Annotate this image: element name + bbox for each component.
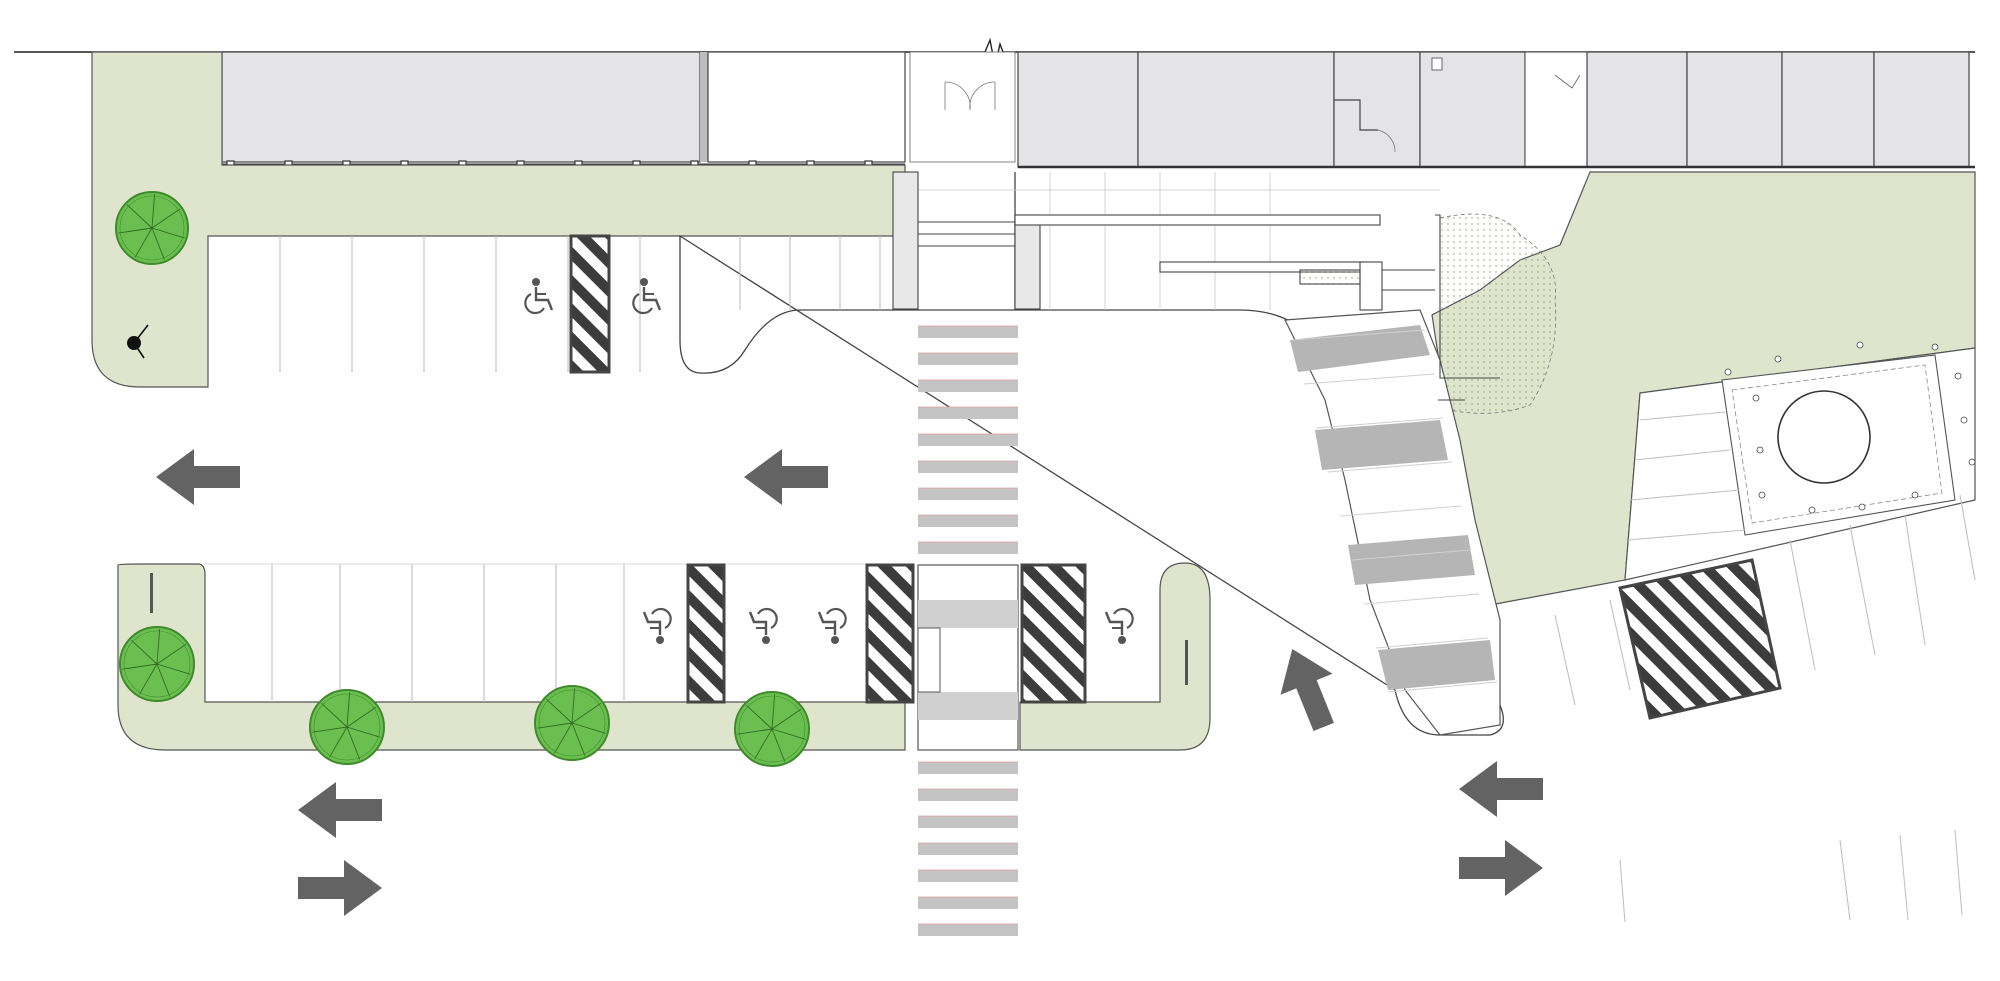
room: [1873, 51, 1970, 168]
traffic-arrow-icon: [1459, 840, 1543, 896]
accessible-parking-icon: [748, 607, 778, 644]
crosswalk-stripe: [918, 514, 1018, 527]
accessible-parking-icon: [524, 278, 554, 315]
room: [1419, 51, 1526, 168]
accessible-parking-icon: [1104, 607, 1134, 644]
room: [707, 51, 906, 163]
tree-icon: [534, 685, 610, 761]
crosswalk-stripe: [918, 433, 1018, 446]
crosswalk-stripe: [918, 541, 1018, 554]
crosswalk: [918, 325, 1018, 936]
entry-stairs: [892, 171, 1500, 401]
crosswalk-stripe: [918, 379, 1018, 392]
round-feature: [1777, 390, 1871, 484]
planting-zone: [1439, 213, 1557, 414]
crosswalk-stripe: [918, 842, 1018, 855]
tree-icon: [734, 691, 810, 767]
hatched-access-aisle: [1618, 558, 1782, 720]
tree-icon: [115, 191, 189, 265]
crosswalk-stripe: [918, 788, 1018, 801]
accessible-parking-icon: [632, 278, 662, 315]
light-pole-icon: [127, 324, 149, 359]
room: [221, 51, 701, 163]
accessible-parking-icon: [817, 607, 847, 644]
room: [1137, 51, 1335, 168]
hatched-access-aisle: [1020, 563, 1087, 704]
accessible-parking-icon: [642, 607, 672, 644]
crosswalk-stripe: [918, 869, 1018, 882]
crosswalk-stripe: [918, 923, 1018, 936]
crosswalk-stripe: [918, 325, 1018, 338]
crosswalk-stripe: [918, 352, 1018, 365]
traffic-arrow-icon: [1280, 649, 1334, 732]
crosswalk-stripe: [918, 460, 1018, 473]
room: [1586, 51, 1688, 168]
hatched-access-aisle: [569, 234, 611, 374]
room: [1017, 51, 1139, 168]
tree-icon: [119, 626, 195, 702]
traffic-arrow-icon: [744, 449, 828, 505]
crosswalk-stripe: [918, 487, 1018, 500]
room: [1686, 51, 1783, 168]
access-aisles: [569, 234, 1782, 720]
traffic-arrow-icon: [298, 782, 382, 838]
east-parking: [1554, 341, 1976, 923]
traffic-arrow-icon: [1459, 761, 1543, 817]
crosswalk-stripe: [918, 761, 1018, 774]
hatched-access-aisle: [686, 563, 726, 704]
tree-icon: [309, 689, 385, 765]
crosswalk-stripe: [918, 815, 1018, 828]
room: [1333, 51, 1421, 168]
traffic-arrow-icon: [156, 449, 240, 505]
crosswalk-stripe: [918, 406, 1018, 419]
traffic-arrow-icon: [298, 860, 382, 916]
crosswalk-stripe: [918, 896, 1018, 909]
sloped-walkway: [1284, 309, 1501, 736]
hatched-access-aisle: [865, 563, 915, 704]
raised-crossing: [917, 564, 1019, 751]
room: [1781, 51, 1875, 168]
